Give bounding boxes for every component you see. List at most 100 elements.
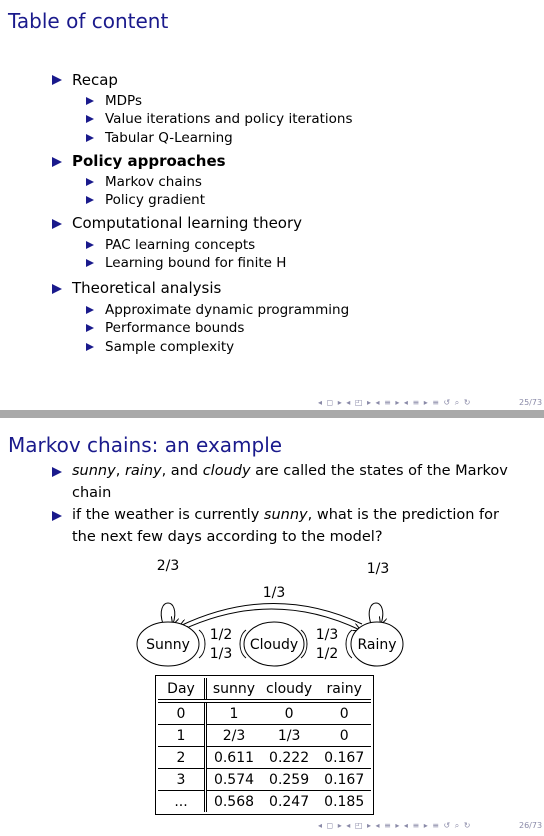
slide-title: Table of content — [8, 9, 169, 33]
sunny-cloudy-arc — [198, 629, 206, 659]
col-header-cloudy: cloudy — [261, 678, 318, 703]
bullet-icon — [52, 511, 62, 521]
em-sunny: sunny — [263, 507, 308, 523]
label-sunny-cloudy-bottom: 1/3 — [210, 646, 233, 662]
toc-item-q-learning[interactable]: Tabular Q-Learning — [105, 130, 233, 146]
table-row: 2 0.611 0.222 0.167 — [158, 746, 372, 769]
text-rest: are called the states of the Markov chai… — [72, 463, 508, 501]
bullet-icon — [52, 284, 62, 294]
state-rainy-node — [350, 621, 404, 667]
cell-cloudy: 0 — [284, 705, 294, 722]
cell-rainy: 0.167 — [317, 768, 372, 791]
cell-rainy: 0.185 — [317, 790, 372, 812]
label-top-arc: 1/3 — [263, 585, 286, 601]
bullet-prediction-text: if the weather is currently sunny, what … — [72, 504, 522, 548]
sub-bullet-icon — [86, 343, 94, 351]
toc-item-mdps[interactable]: MDPs — [105, 93, 142, 109]
sub-bullet-icon — [86, 306, 94, 314]
label-sunny-cloudy-top: 1/2 — [210, 627, 233, 643]
state-cloudy-label: Cloudy — [250, 637, 298, 653]
state-sunny-label: Sunny — [146, 637, 190, 653]
sub-bullet-icon — [86, 324, 94, 332]
page-number: 25/73 — [519, 398, 543, 407]
cell-day: 1 — [158, 724, 207, 747]
cell-rainy: 0 — [317, 724, 372, 747]
em-rainy: rainy — [124, 463, 162, 479]
label-rainy-self: 1/3 — [367, 561, 390, 577]
cell-sunny: 2/3 — [205, 724, 261, 747]
cell-sunny: 0.574 — [205, 768, 261, 791]
bullet-icon — [52, 467, 62, 477]
label-sunny-self: 2/3 — [157, 558, 180, 574]
sunny-self-loop — [160, 602, 175, 624]
slide-table-of-content: Table of content Recap MDPs Value iterat… — [0, 0, 544, 410]
sunny-to-rainy-arc — [181, 608, 360, 630]
col-header-day: Day — [158, 678, 207, 703]
toc-item-sample-complexity[interactable]: Sample complexity — [105, 339, 235, 355]
toc-section-learning-theory[interactable]: Computational learning theory — [72, 214, 303, 232]
rainy-cloudy-arc — [345, 629, 353, 659]
rainy-to-sunny-arc — [180, 603, 363, 626]
toc-item-markov-chains[interactable]: Markov chains — [105, 174, 202, 190]
em-sunny: sunny — [72, 463, 116, 479]
toc-section-policy-approaches[interactable]: Policy approaches — [72, 152, 226, 170]
slide-markov-chains-example: Markov chains: an example sunny, rainy, … — [0, 418, 544, 836]
toc-item-policy-gradient[interactable]: Policy gradient — [105, 192, 205, 208]
text-sep: , — [115, 463, 125, 479]
sub-bullet-icon — [86, 134, 94, 142]
cell-day: 0 — [158, 701, 207, 725]
toc-item-learning-bound[interactable]: Learning bound for finite H — [105, 255, 287, 271]
bullet-icon — [52, 219, 62, 229]
text-sep: , and — [161, 463, 203, 479]
cell-cloudy: 0.247 — [261, 790, 318, 812]
slide-title: Markov chains: an example — [8, 433, 283, 457]
table-row: 1 2/3 1/3 0 — [158, 724, 372, 747]
table-row: 0 1 0 0 — [158, 701, 371, 725]
cell-rainy: 0 — [339, 705, 349, 722]
sub-bullet-icon — [86, 115, 94, 123]
state-sunny-node — [136, 621, 200, 667]
state-rainy-label: Rainy — [357, 637, 396, 653]
markov-chain-diagram: Sunny Cloudy Rainy 2/3 1/3 1/3 1/2 1/3 1… — [136, 558, 404, 667]
toc-item-performance-bounds[interactable]: Performance bounds — [105, 320, 245, 336]
col-header-sunny: sunny — [205, 678, 261, 703]
bullet-states-text: sunny, rainy, and cloudy are called the … — [72, 460, 522, 504]
em-cloudy: cloudy — [202, 463, 251, 479]
cell-day: ... — [158, 790, 207, 812]
sub-bullet-icon — [86, 178, 94, 186]
sub-bullet-icon — [86, 259, 94, 267]
sub-bullet-icon — [86, 241, 94, 249]
table-header-row: Day sunny cloudy rainy — [158, 678, 372, 703]
cell-rainy: 0.167 — [317, 746, 372, 769]
col-header-rainy: rainy — [317, 678, 372, 703]
sub-bullet-icon — [86, 196, 94, 204]
beamer-nav-icons[interactable]: ◂ ◻ ▸ ◂ ◰ ▸ ◂ ≡ ▸ ◂ ≡ ▸ ≡ ↺ ⌕ ↻ — [318, 821, 472, 830]
table-row: ... 0.568 0.247 0.185 — [158, 790, 372, 812]
text-pre: if the weather is currently — [72, 507, 264, 523]
weather-prediction-table: Day sunny cloudy rainy 0 1 0 0 1 2/3 1/3… — [154, 675, 375, 815]
cell-sunny: 0.568 — [205, 790, 261, 812]
cell-sunny: 1 — [229, 705, 239, 722]
cell-sunny: 0.611 — [205, 746, 261, 769]
toc-section-theoretical-analysis[interactable]: Theoretical analysis — [72, 279, 222, 297]
cell-day: 3 — [158, 768, 207, 791]
cloudy-rainy-arc — [300, 629, 308, 659]
beamer-nav-icons[interactable]: ◂ ◻ ▸ ◂ ◰ ▸ ◂ ≡ ▸ ◂ ≡ ▸ ≡ ↺ ⌕ ↻ — [318, 398, 472, 407]
cell-cloudy: 0.259 — [261, 768, 318, 791]
bullet-icon — [52, 75, 62, 85]
cell-cloudy: 1/3 — [261, 724, 318, 747]
toc-item-adp[interactable]: Approximate dynamic programming — [105, 302, 350, 318]
toc-item-pac-learning[interactable]: PAC learning concepts — [105, 237, 256, 253]
slide-separator — [0, 410, 544, 418]
bullet-icon — [52, 157, 62, 167]
state-cloudy-node — [243, 621, 305, 667]
cell-day: 2 — [158, 746, 207, 769]
toc-item-value-iterations[interactable]: Value iterations and policy iterations — [105, 111, 353, 127]
label-cloudy-rainy-top: 1/3 — [316, 627, 339, 643]
page-number: 26/73 — [519, 821, 543, 830]
sub-bullet-icon — [86, 97, 94, 105]
rainy-self-loop — [368, 602, 383, 624]
toc-section-recap[interactable]: Recap — [72, 71, 118, 89]
cell-cloudy: 0.222 — [261, 746, 318, 769]
cloudy-sunny-arc — [239, 629, 247, 659]
